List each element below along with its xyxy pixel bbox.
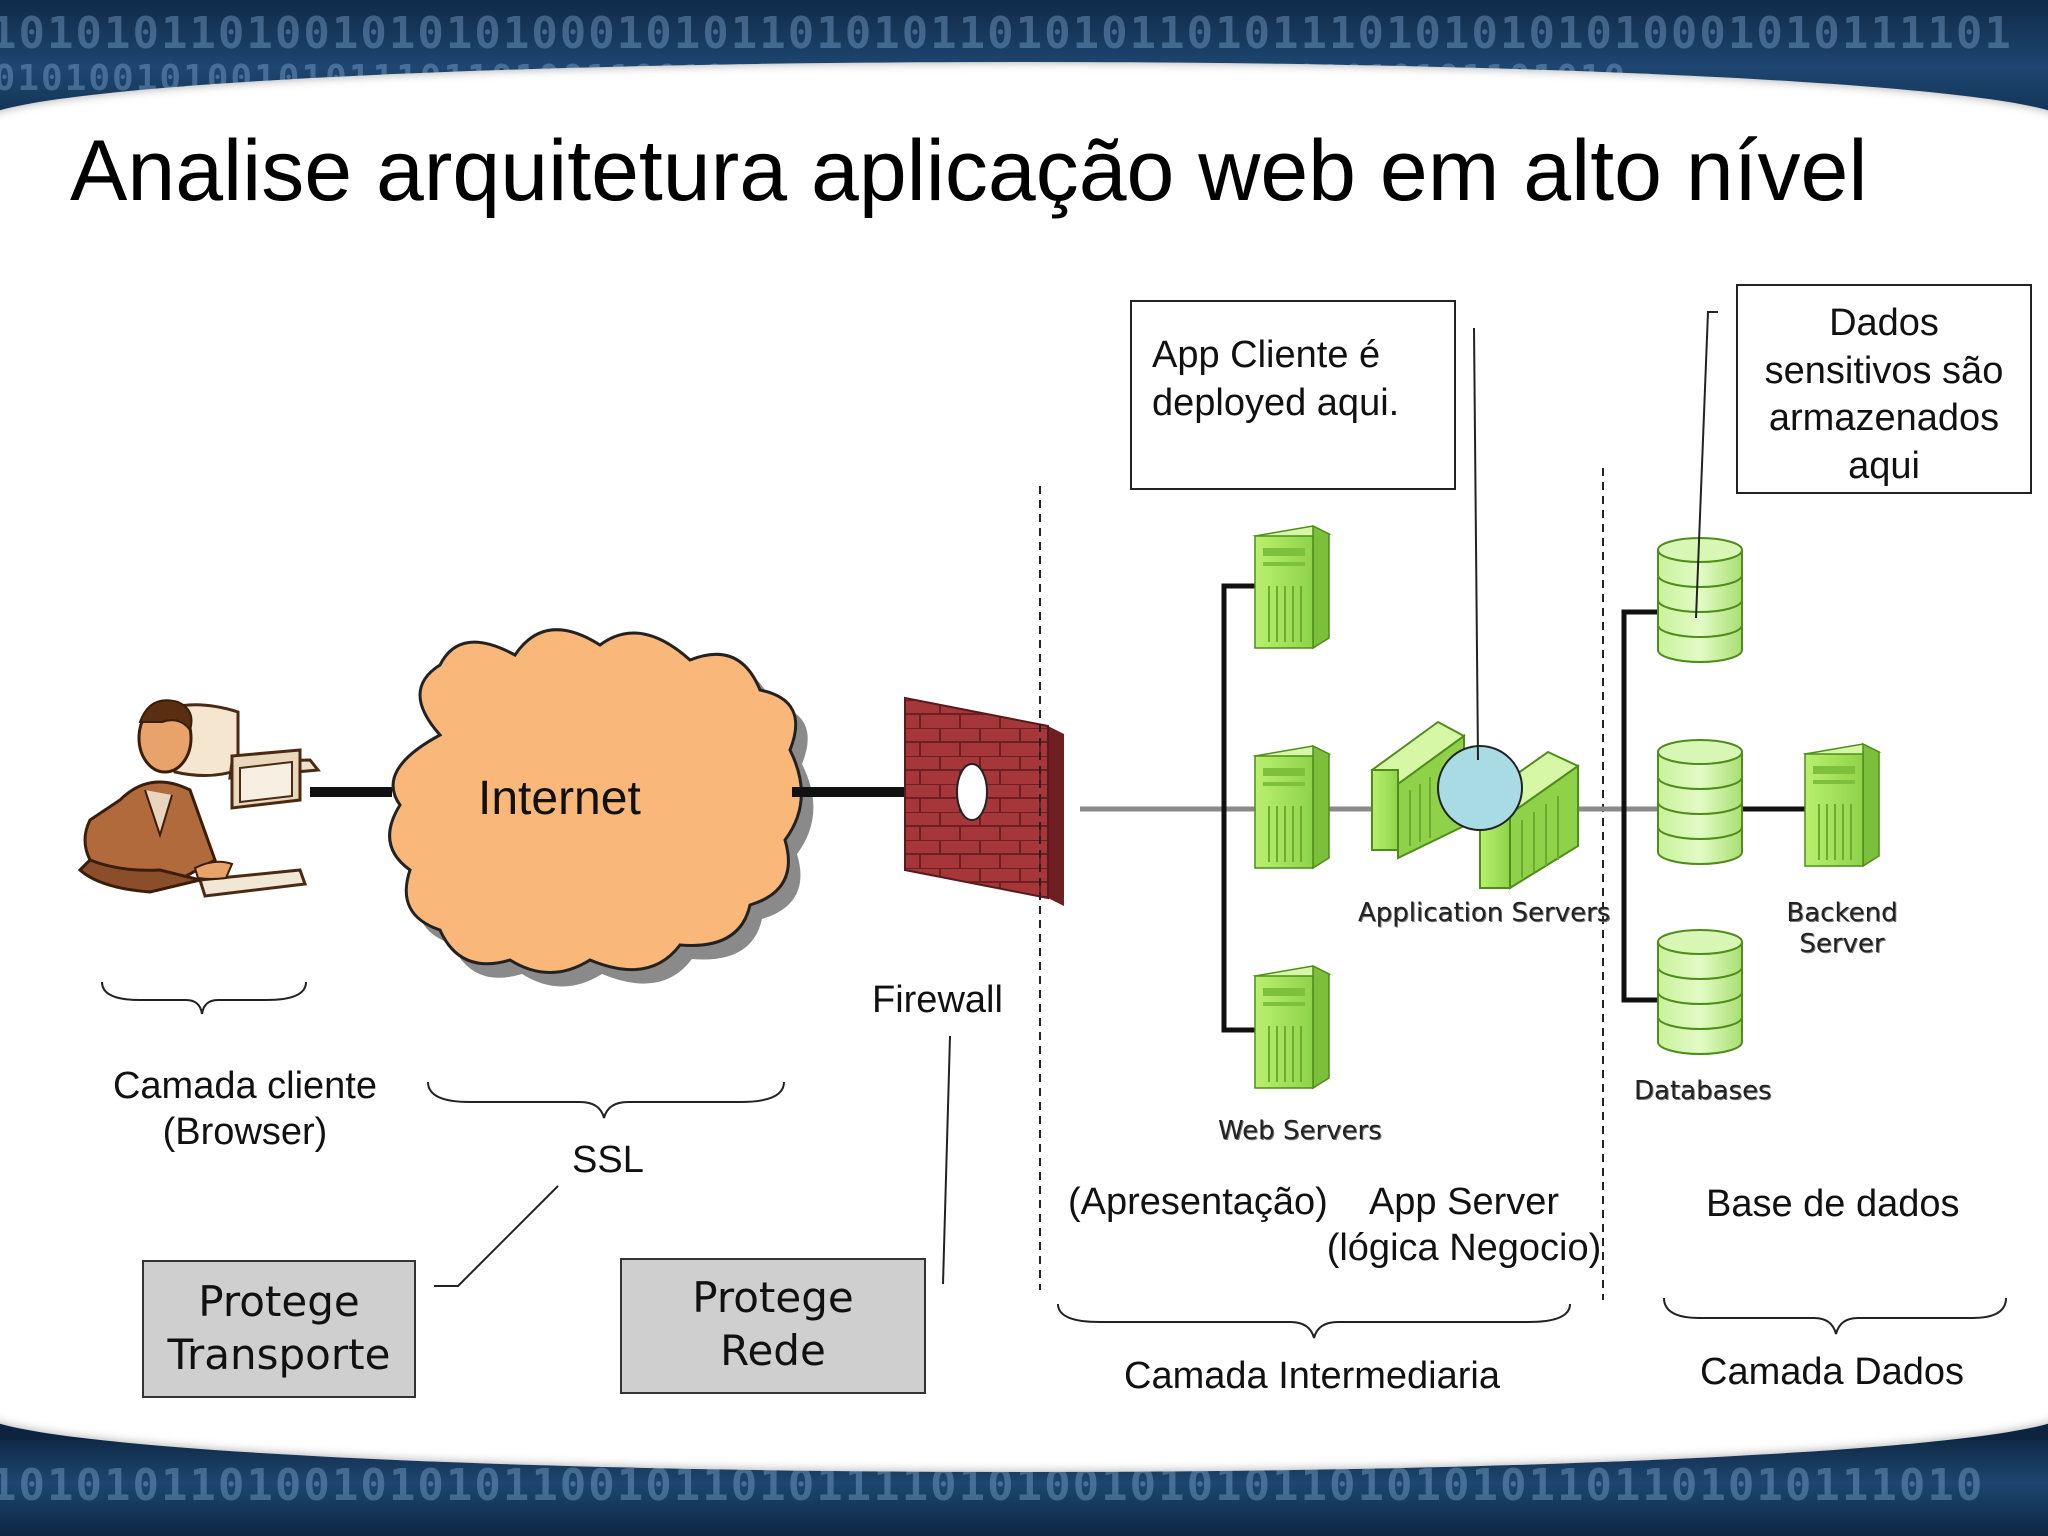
camada-intermediaria-label: Camada Intermediaria <box>1124 1355 1500 1397</box>
protege-rede-box: Protege Rede <box>620 1258 926 1394</box>
application-servers-label: Application Servers <box>1358 898 1611 928</box>
brace-ssl <box>427 1081 785 1119</box>
client-layer-label: Camada cliente (Browser) <box>112 1065 378 1153</box>
callout-app-cliente: App Cliente é deployed aqui. <box>1130 300 1456 490</box>
ssl-label: SSL <box>572 1139 644 1181</box>
base-de-dados-label: Base de dados <box>1706 1183 1960 1225</box>
database-icon <box>1657 537 1743 663</box>
callout-dados-pointer <box>1695 311 1718 619</box>
server-icon <box>1254 965 1330 1089</box>
brace-intermediaria <box>1057 1303 1571 1339</box>
backend-server-label: Backend Server <box>1786 898 1898 960</box>
ssl-pointer <box>434 1185 559 1287</box>
callout-app-pointer <box>1473 327 1479 761</box>
protege-transporte-box: Protege Transporte <box>142 1260 416 1398</box>
firewall-icon <box>904 696 1064 906</box>
person-at-computer-icon <box>77 699 321 898</box>
server-icon <box>1254 525 1330 649</box>
firewall-label: Firewall <box>872 979 1003 1021</box>
apresentacao-label: (Apresentação) <box>1068 1181 1328 1223</box>
cloud-icon <box>388 628 814 987</box>
databases-label: Databases <box>1634 1076 1772 1106</box>
callout-dados-sensitivos: Dados sensitivos são armazenados aqui <box>1736 284 2032 494</box>
server-icon <box>1254 745 1330 869</box>
web-server-bracket <box>1221 583 1255 1033</box>
database-icon <box>1657 929 1743 1055</box>
brace-client <box>101 981 307 1015</box>
server-icon <box>1804 743 1880 867</box>
brace-dados <box>1663 1297 2007 1335</box>
camada-dados-label: Camada Dados <box>1700 1351 1965 1393</box>
client-link-line <box>310 787 392 797</box>
web-servers-label: Web Servers <box>1218 1116 1382 1146</box>
binary-pattern-top: 1010101101001010101000101011010101101010… <box>0 8 2013 59</box>
slide-title: Analise arquitetura aplicação web em alt… <box>70 123 1868 219</box>
firewall-pointer <box>942 1035 951 1285</box>
database-icon <box>1657 739 1743 865</box>
app-server-label: App Server (lógica Negocio) <box>1326 1181 1602 1269</box>
database-bracket <box>1621 609 1658 1003</box>
app-client-marker <box>1437 745 1523 831</box>
internet-label: Internet <box>478 772 641 825</box>
